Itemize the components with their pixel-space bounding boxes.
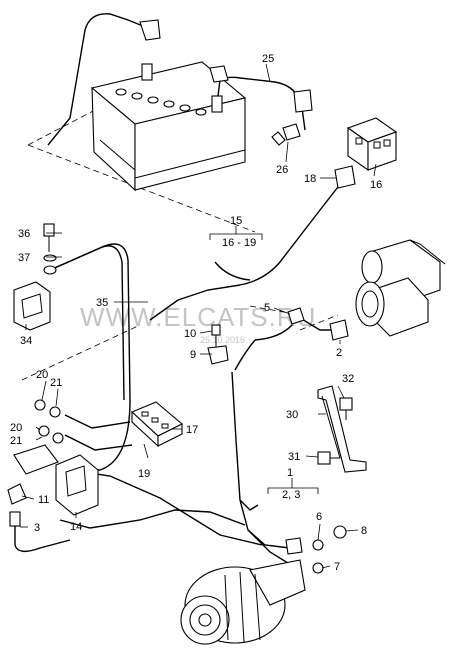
watermark-date: 25.10.2016 bbox=[200, 335, 245, 345]
alternator bbox=[180, 559, 306, 645]
callout-8: 8 bbox=[361, 525, 367, 537]
callout-9: 9 bbox=[190, 349, 196, 361]
battery-side bbox=[134, 97, 246, 191]
callout-14: 14 bbox=[70, 521, 82, 533]
bolt-32 bbox=[339, 397, 353, 420]
harness-15 bbox=[149, 177, 346, 321]
cable-3 bbox=[14, 525, 71, 553]
callout-5: 5 bbox=[264, 302, 270, 314]
harness-1 bbox=[231, 371, 291, 549]
callout-2-3: 2, 3 bbox=[282, 489, 300, 501]
callout-36: 36 bbox=[18, 228, 30, 240]
bracket-34 bbox=[13, 281, 51, 331]
washer-37 bbox=[43, 254, 57, 262]
callout-6: 6 bbox=[316, 511, 322, 523]
nut-7 bbox=[312, 562, 324, 574]
callout-21-bottom: 21 bbox=[10, 435, 22, 447]
callout-21-top: 21 bbox=[50, 377, 62, 389]
cable-loop-35 bbox=[49, 243, 131, 471]
callout-10: 10 bbox=[184, 328, 196, 340]
callout-31: 31 bbox=[288, 451, 300, 463]
fuse-box-16 bbox=[346, 117, 398, 172]
callout-19: 19 bbox=[138, 468, 150, 480]
callout-11: 11 bbox=[38, 494, 49, 506]
dash-bracket-left bbox=[21, 324, 141, 381]
callout-15: 15 bbox=[230, 215, 242, 227]
callout-26: 26 bbox=[276, 164, 288, 176]
callout-32: 32 bbox=[342, 373, 354, 385]
bolt-36 bbox=[43, 223, 55, 252]
battery-terminal-neg bbox=[211, 95, 223, 113]
callout-1: 1 bbox=[287, 467, 293, 479]
washer-21 bbox=[49, 406, 61, 418]
dash-starter-2 bbox=[299, 314, 339, 331]
battery bbox=[90, 61, 247, 192]
connector-18 bbox=[334, 165, 356, 189]
battery-cable-top bbox=[47, 13, 149, 146]
callout-16-19: 16 - 19 bbox=[222, 237, 256, 249]
callout-20-top: 20 bbox=[36, 369, 48, 381]
nut-6 bbox=[312, 539, 324, 551]
dash-battery-left bbox=[27, 109, 96, 146]
bolt-26 bbox=[271, 123, 301, 146]
ground-clamp bbox=[209, 65, 229, 83]
callout-16: 16 bbox=[370, 179, 382, 191]
callout-35: 35 bbox=[96, 297, 108, 309]
callout-18: 18 bbox=[304, 173, 316, 185]
callout-2: 2 bbox=[336, 347, 342, 359]
callout-7: 7 bbox=[334, 561, 340, 573]
starter-cable bbox=[299, 317, 334, 331]
nut-8 bbox=[333, 525, 347, 539]
callout-3: 3 bbox=[34, 522, 40, 534]
battery-terminal-pos bbox=[141, 63, 153, 81]
callout-34: 34 bbox=[20, 335, 32, 347]
ground-strap-10 bbox=[207, 324, 229, 365]
callout-20-bottom: 20 bbox=[10, 422, 22, 434]
bolt-31 bbox=[317, 451, 340, 465]
callout-37: 37 bbox=[18, 252, 30, 264]
battery-clamp bbox=[139, 19, 161, 41]
callout-25: 25 bbox=[262, 53, 274, 65]
clip-11 bbox=[7, 444, 59, 505]
fuse-holder-17 bbox=[130, 401, 183, 448]
bracket-30 bbox=[317, 385, 367, 473]
connector-2 bbox=[329, 319, 349, 341]
bracket-14 bbox=[55, 454, 99, 516]
nut-20 bbox=[34, 399, 46, 411]
watermark-text: WWW.ELCATS.RU bbox=[80, 302, 316, 332]
callout-30: 30 bbox=[286, 409, 298, 421]
callout-17: 17 bbox=[186, 424, 198, 436]
starter-motor bbox=[355, 239, 446, 337]
